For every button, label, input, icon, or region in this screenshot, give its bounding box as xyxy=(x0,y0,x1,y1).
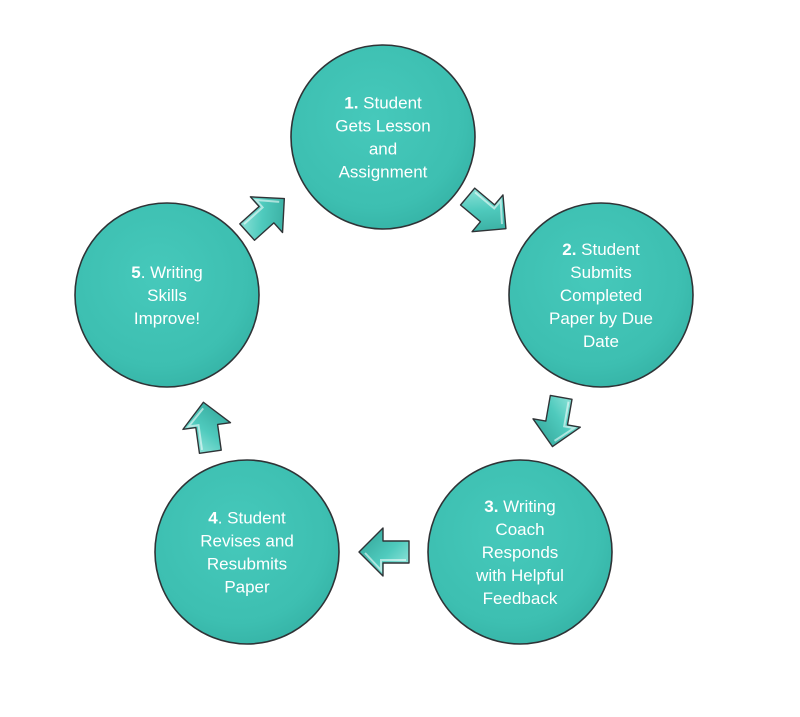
step-text: . Writing xyxy=(141,263,203,282)
connector-highlight xyxy=(474,191,503,225)
step-label-line: Skills xyxy=(147,286,187,305)
connector-highlight xyxy=(364,552,406,573)
arrow-down-icon xyxy=(532,394,581,448)
arrow-up-right-icon xyxy=(239,196,286,241)
connectors xyxy=(182,187,581,577)
step-text: Student xyxy=(576,240,640,259)
step-text: Writing xyxy=(498,497,555,516)
step-circle xyxy=(427,459,613,645)
connector-highlight xyxy=(553,401,577,442)
step-circle xyxy=(508,202,694,388)
connector-arrow-shape xyxy=(532,394,581,448)
step-label-line: Paper xyxy=(224,578,270,597)
step-circle xyxy=(74,202,260,388)
step-label-line: Gets Lesson xyxy=(335,117,430,136)
step-label-line: Date xyxy=(583,332,619,351)
step-label-line: Paper by Due xyxy=(549,309,653,328)
connector-highlight xyxy=(186,407,205,451)
step-text: . Student xyxy=(218,509,286,528)
step-label-line: 2. Student xyxy=(562,240,640,259)
step-label-line: Feedback xyxy=(483,589,558,608)
step-number: 4 xyxy=(208,509,218,528)
connector-arrow-shape xyxy=(459,187,507,233)
step-label-line: Submits xyxy=(570,263,631,282)
step-label-line: Completed xyxy=(560,286,642,305)
connector-arrow-shape xyxy=(182,401,232,454)
step-number: 5 xyxy=(131,263,140,282)
step-label-line: Responds xyxy=(482,543,559,562)
arrow-right-down-icon xyxy=(459,187,507,233)
step-number: 1. xyxy=(344,94,358,113)
step-label-line: 3. Writing xyxy=(484,497,556,516)
connector-arrow-shape xyxy=(358,527,410,577)
arrow-left-icon xyxy=(358,527,410,577)
step-number: 2. xyxy=(562,240,576,259)
step-label-line: 5. Writing xyxy=(131,263,203,282)
step-circle xyxy=(290,44,476,230)
step-number: 3. xyxy=(484,497,498,516)
step-label-line: Revises and xyxy=(200,532,294,551)
step-label-line: 1. Student xyxy=(344,94,422,113)
step-label-line: Assignment xyxy=(339,163,428,182)
step-label-line: and xyxy=(369,140,397,159)
step-label-line: Coach xyxy=(495,520,544,539)
step-label-line: Resubmits xyxy=(207,555,287,574)
arrow-up-icon xyxy=(182,401,232,454)
connector-highlight xyxy=(243,198,280,225)
step-circle xyxy=(154,459,340,645)
step-text: Student xyxy=(358,94,422,113)
connector-arrow-shape xyxy=(239,196,286,241)
step-label-line: 4. Student xyxy=(208,509,286,528)
step-label-line: Improve! xyxy=(134,309,200,328)
step-label-line: with Helpful xyxy=(475,566,564,585)
